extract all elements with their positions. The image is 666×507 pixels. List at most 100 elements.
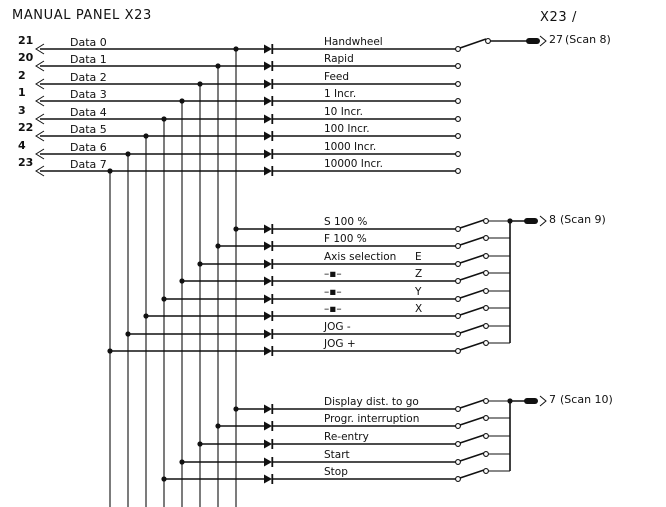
diode-triangle [264,44,272,54]
connector-arrow [539,395,547,407]
contact-terminal [483,270,489,276]
contact-terminal [485,38,491,44]
bus-tap-dot [215,243,221,249]
diode-triangle [264,276,272,286]
connector-arrow [35,113,45,125]
switch-blade [459,254,485,264]
switch-label: Handwheel [324,36,383,48]
bus-tap-dot [233,226,239,232]
switch-blade [459,271,485,281]
scan-label: (Scan 9) [560,213,606,226]
diode-triangle [264,457,272,467]
switch-label: –▪– [324,268,342,280]
diode-triangle [264,404,272,414]
scan-connector-plug [526,38,540,44]
data-pin-label: 23 [18,156,33,169]
switch-blade [459,341,485,351]
collector-dot [507,398,513,404]
connector-arrow [35,95,45,107]
bus-junction-dot [197,81,203,87]
bus-tap-dot [179,278,185,284]
contact-terminal [455,476,461,482]
axis-letter: Z [415,268,422,280]
contact-terminal [455,63,461,69]
bus-tap-dot [233,406,239,412]
bus-tap-dot [197,261,203,267]
switch-blade [459,306,485,316]
scan-connector-plug [524,218,538,224]
switch-blade [459,399,485,409]
data-line-label: Data 3 [70,88,107,101]
diode-triangle [264,311,272,321]
switch-label: JOG + [323,338,356,350]
connector-label: X23 / [540,10,577,25]
contact-terminal [483,218,489,224]
diode-triangle [264,61,272,71]
switch-label: 100 Incr. [324,123,370,135]
contact-terminal [455,226,461,232]
contact-terminal [455,46,461,52]
contact-terminal [483,415,489,421]
diode-triangle [264,166,272,176]
contact-terminal [483,340,489,346]
bus-tap-dot [143,313,149,319]
data-line-label: Data 0 [70,36,107,49]
data-pin-label: 22 [18,121,33,134]
data-line-label: Data 7 [70,158,107,171]
connector-arrow [35,60,45,72]
switch-label: F 100 % [324,233,367,245]
data-line-label: Data 6 [70,141,107,154]
contact-terminal [455,331,461,337]
switch-label: 1 Incr. [324,88,356,100]
switch-label: Stop [324,466,348,478]
scan-pin-label: 27 [549,33,563,46]
data-line-label: Data 5 [70,123,107,136]
contact-terminal [455,296,461,302]
components-layer [35,35,547,484]
switch-label: Start [324,449,350,461]
switch-label: Rapid [324,53,354,65]
contact-terminal [483,398,489,404]
contact-terminal [455,348,461,354]
bus-tap-dot [125,331,131,337]
bus-tap-dot [215,423,221,429]
diode-triangle [264,131,272,141]
switch-blade [459,434,485,444]
switch-label: Feed [324,71,349,83]
contact-terminal [483,451,489,457]
contact-terminal [455,441,461,447]
data-line-label: Data 2 [70,71,107,84]
contact-terminal [483,288,489,294]
contact-terminal [483,323,489,329]
bus-tap-dot [197,441,203,447]
contact-terminal [455,151,461,157]
connector-arrow [35,165,45,177]
diode-triangle [264,346,272,356]
bus-junction-dot [161,116,167,122]
switch-label: 10 Incr. [324,106,363,118]
connector-arrow [539,35,547,47]
connector-arrow [35,43,45,55]
switch-blade [459,38,487,49]
scan-pin-label: 8 [549,213,556,226]
contact-terminal [455,459,461,465]
diode-triangle [264,149,272,159]
switch-label: –▪– [324,286,342,298]
switch-label: S 100 % [324,216,367,228]
switch-blade [459,452,485,462]
axis-letter: E [415,251,422,263]
switch-label: –▪– [324,303,342,315]
contact-terminal [483,468,489,474]
axis-letter: X [415,303,422,315]
switch-blade [459,416,485,426]
diode-triangle [264,294,272,304]
data-pin-label: 21 [18,34,33,47]
switch-blade [459,219,485,229]
data-pin-label: 20 [18,51,34,64]
contact-terminal [455,278,461,284]
switch-label: 10000 Incr. [324,158,383,170]
switch-label: Progr. interruption [324,413,419,425]
contact-terminal [455,261,461,267]
bus-junction-dot [125,151,131,157]
